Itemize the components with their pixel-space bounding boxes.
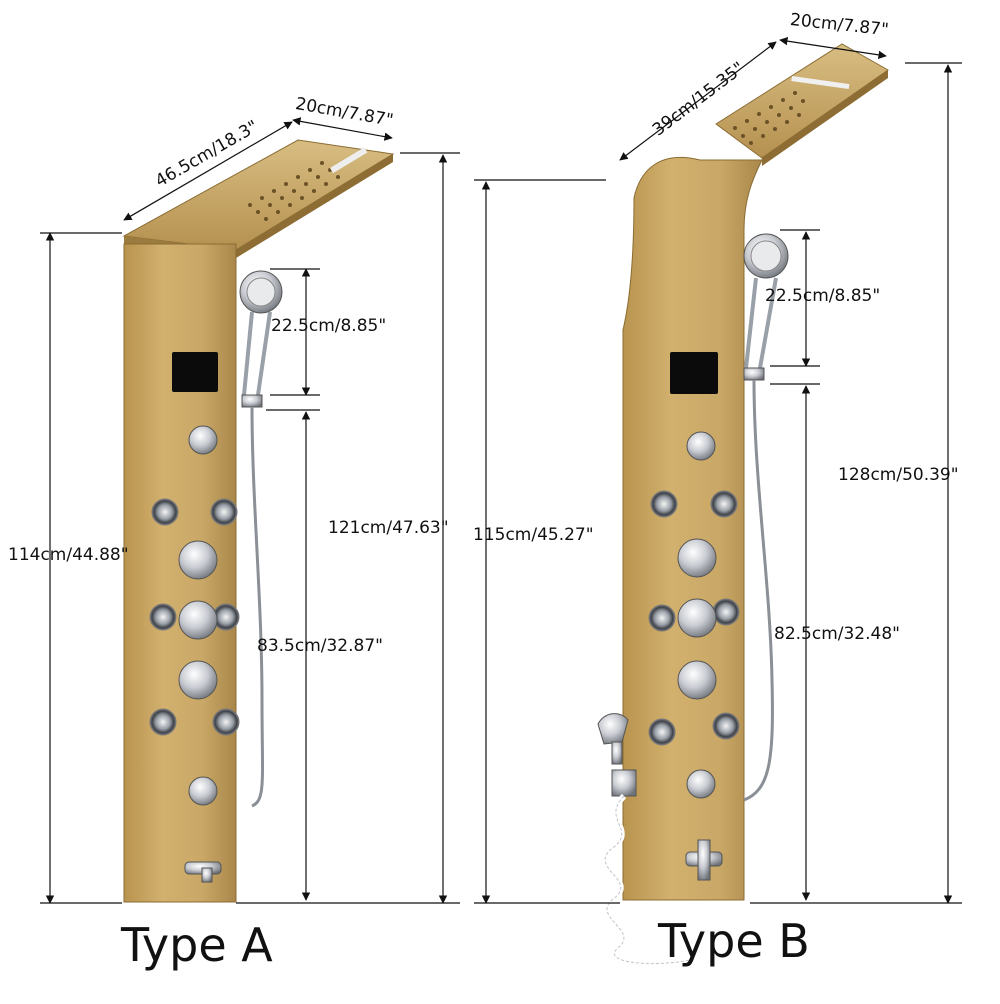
type-b-temperature-display [670, 352, 718, 394]
type-b-hand-shower [743, 233, 789, 802]
type-b-massage-jets [648, 431, 740, 799]
type-b-panel-height-label: 115cm/45.27" [473, 525, 594, 545]
type-a-hand-shower [239, 270, 283, 808]
type-a-title: Type A [121, 918, 273, 972]
type-b-shower-panel [597, 43, 889, 967]
type-a-handshower-label: 22.5cm/8.85" [271, 316, 387, 336]
type-b-handshower-label: 22.5cm/8.85" [765, 286, 881, 306]
type-a-control-knobs [178, 540, 218, 700]
type-b-hose-height-label: 82.5cm/32.48" [774, 624, 900, 644]
type-b-diverter-valve [685, 839, 723, 881]
type-a-total-height-label: 121cm/47.63" [328, 518, 449, 538]
type-b-waterfall-slot [791, 75, 850, 90]
type-b-dimension-lines [474, 36, 962, 904]
type-b-total-height-label: 128cm/50.39" [838, 465, 959, 485]
type-a-dimension-lines [40, 117, 460, 904]
type-a-shower-panel [122, 139, 395, 903]
type-a-hose-height-label: 83.5cm/32.87" [257, 636, 383, 656]
type-a-panel-body [123, 243, 237, 903]
type-a-tub-spout [184, 861, 222, 883]
type-a-temperature-display [172, 352, 218, 392]
type-b-control-knobs [677, 538, 717, 700]
type-a-panel-height-label: 114cm/44.88" [8, 545, 129, 565]
type-b-title: Type B [658, 914, 810, 968]
type-b-bidet-sprayer [597, 713, 691, 967]
type-a-waterfall-slot [330, 147, 368, 174]
type-a-massage-jets [149, 425, 240, 806]
